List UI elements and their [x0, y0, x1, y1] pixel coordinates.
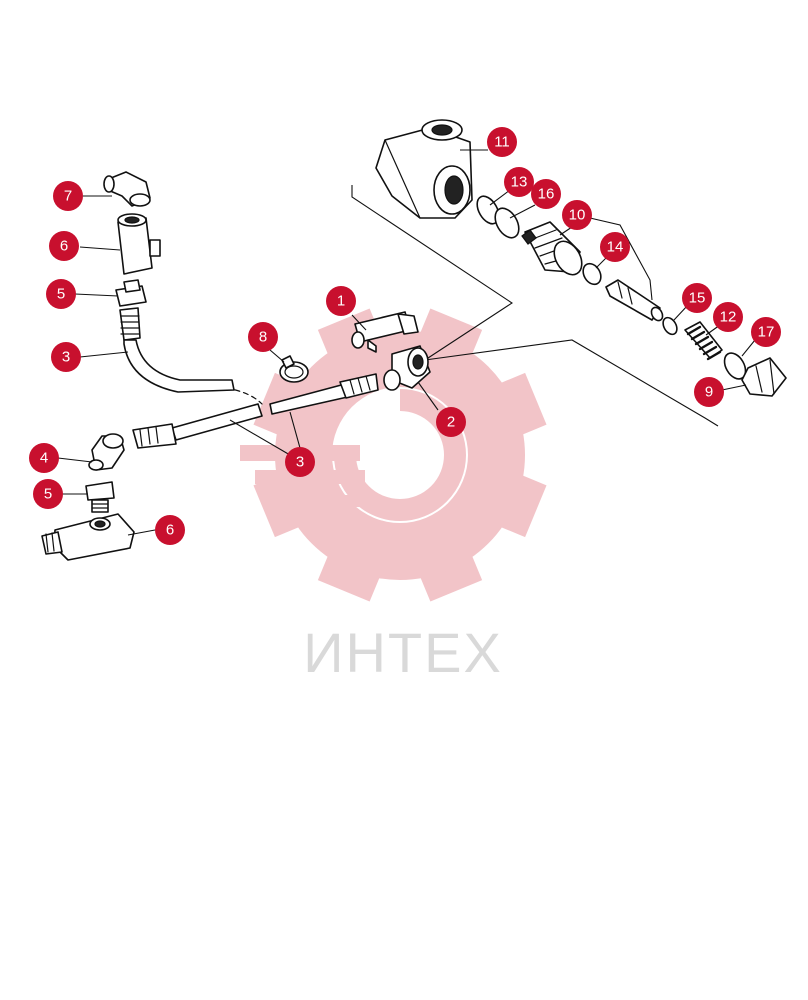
- pipe-end-fitting-part: [132, 423, 177, 449]
- washer-14-part: [582, 262, 602, 286]
- spring-part: [684, 321, 723, 361]
- valve-plunger-part: [605, 279, 664, 322]
- svg-text:12: 12: [720, 309, 737, 326]
- svg-text:15: 15: [689, 290, 706, 307]
- adapter-5a-part: [115, 279, 147, 307]
- callout-4[interactable]: 4: [29, 443, 59, 473]
- svg-text:7: 7: [64, 188, 72, 205]
- o-ring-15-part: [662, 316, 678, 336]
- svg-text:6: 6: [166, 522, 174, 539]
- callout-14[interactable]: 14: [600, 232, 630, 262]
- callouts: 11 13 16 10 14 15 12 17 9 7 6 5 3 8 1 2 …: [29, 127, 781, 545]
- valve-body-part: [375, 119, 473, 219]
- callout-10[interactable]: 10: [562, 200, 592, 230]
- valve-cartridge-part: [521, 221, 583, 276]
- callout-3[interactable]: 3: [285, 447, 315, 477]
- callout-2[interactable]: 2: [436, 407, 466, 437]
- callout-3[interactable]: 3: [51, 342, 81, 372]
- svg-text:13: 13: [511, 174, 528, 191]
- callout-17[interactable]: 17: [751, 317, 781, 347]
- watermark-gear-icon: [240, 308, 547, 602]
- svg-text:8: 8: [259, 329, 267, 346]
- svg-text:5: 5: [44, 486, 52, 503]
- callout-5[interactable]: 5: [33, 479, 63, 509]
- svg-text:6: 6: [60, 238, 68, 255]
- svg-text:5: 5: [57, 286, 65, 303]
- svg-text:4: 4: [40, 450, 48, 467]
- svg-text:9: 9: [705, 384, 713, 401]
- svg-text:2: 2: [447, 414, 455, 431]
- callout-8[interactable]: 8: [248, 322, 278, 352]
- svg-text:3: 3: [62, 349, 70, 366]
- o-ring-16-part: [494, 207, 520, 239]
- elbow-fitting-part: [383, 345, 431, 391]
- svg-text:3: 3: [296, 454, 304, 471]
- adapter-5b-part: [85, 481, 115, 513]
- valve-assembly-bracket: [351, 185, 719, 427]
- callout-6[interactable]: 6: [49, 231, 79, 261]
- callout-11[interactable]: 11: [487, 127, 517, 157]
- elbow-4-part: [88, 433, 125, 471]
- callout-6[interactable]: 6: [155, 515, 185, 545]
- block-6b-part: [41, 513, 135, 561]
- svg-text:10: 10: [569, 207, 586, 224]
- callout-16[interactable]: 16: [531, 179, 561, 209]
- callout-15[interactable]: 15: [682, 283, 712, 313]
- o-ring-17-part: [723, 352, 747, 380]
- elbow-7-part: [103, 171, 151, 207]
- svg-text:11: 11: [494, 134, 510, 151]
- svg-text:1: 1: [337, 293, 345, 310]
- watermark-brand-text: ИНТЕХ: [303, 621, 503, 684]
- hose-clamp-part: [279, 355, 309, 383]
- svg-text:17: 17: [758, 324, 775, 341]
- callout-12[interactable]: 12: [713, 302, 743, 332]
- plug-part: [741, 357, 787, 397]
- block-6a-part: [117, 213, 161, 275]
- callout-1[interactable]: 1: [326, 286, 356, 316]
- svg-text:16: 16: [538, 186, 555, 203]
- callout-7[interactable]: 7: [53, 181, 83, 211]
- callout-9[interactable]: 9: [694, 377, 724, 407]
- svg-text:14: 14: [607, 239, 624, 256]
- tee-fitting-part: [351, 311, 419, 353]
- bent-pipe-part: [119, 307, 235, 393]
- callout-13[interactable]: 13: [504, 167, 534, 197]
- callout-5[interactable]: 5: [46, 279, 76, 309]
